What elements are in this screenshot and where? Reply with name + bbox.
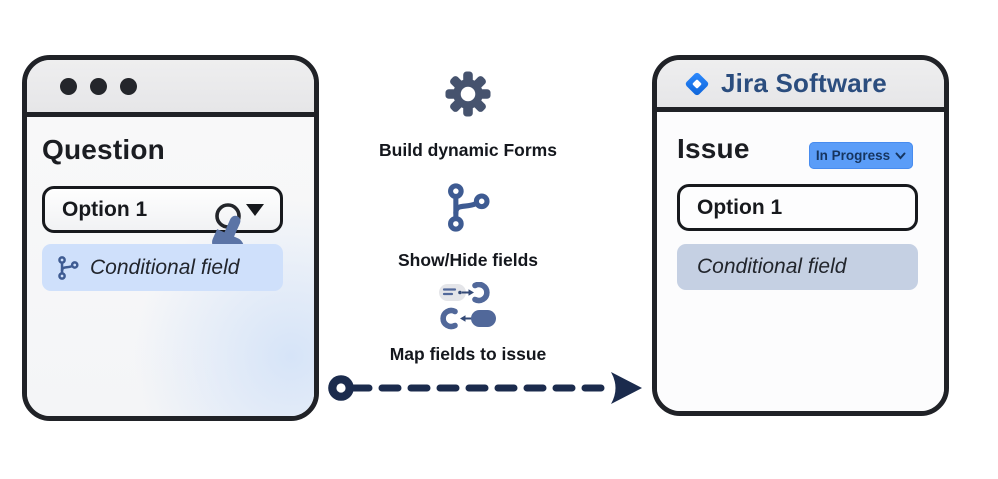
chevron-down-icon	[895, 152, 906, 160]
window-dot[interactable]	[60, 77, 77, 95]
feature-label-show-hide: Show/Hide fields	[397, 250, 539, 270]
branch-icon	[58, 255, 79, 280]
issue-title: Issue	[677, 133, 750, 164]
jira-issue-body: Issue In Progress Option 1 Conditional f…	[657, 112, 944, 411]
window-dot[interactable]	[90, 77, 107, 95]
jira-logo-icon	[685, 72, 709, 95]
dropdown-value: Option 1	[62, 197, 148, 221]
form-builder-window: Question Option 1 Conditional f	[22, 55, 319, 421]
caret-down-icon	[246, 203, 264, 216]
option-field-value: Option 1	[697, 195, 783, 219]
question-dropdown[interactable]: Option 1	[42, 186, 283, 233]
form-builder-body: Question Option 1 Conditional f	[27, 117, 314, 416]
question-title: Question	[42, 134, 165, 165]
jira-wordmark: Jira Software	[721, 68, 887, 98]
conditional-field-chip-right[interactable]: Conditional field	[677, 244, 918, 290]
conditional-field-label: Conditional field	[90, 255, 240, 279]
status-badge[interactable]: In Progress	[809, 142, 913, 169]
jira-window: Jira Software Issue In Progress Option 1…	[652, 55, 949, 416]
conditional-field-chip[interactable]: Conditional field	[42, 244, 283, 291]
feature-label-build-forms: Build dynamic Forms	[379, 140, 557, 160]
jira-window-header: Jira Software	[657, 60, 944, 112]
option-field[interactable]: Option 1	[677, 184, 918, 231]
flow-arrow	[326, 369, 646, 412]
status-badge-label: In Progress	[815, 148, 891, 163]
gear-icon	[445, 71, 491, 122]
window-dot[interactable]	[120, 77, 137, 95]
branch-icon	[442, 181, 495, 239]
mapping-icon	[438, 281, 498, 338]
conditional-field-label: Conditional field	[697, 255, 847, 278]
browser-window-header	[27, 60, 314, 117]
feature-label-map-fields: Map fields to issue	[389, 344, 547, 364]
